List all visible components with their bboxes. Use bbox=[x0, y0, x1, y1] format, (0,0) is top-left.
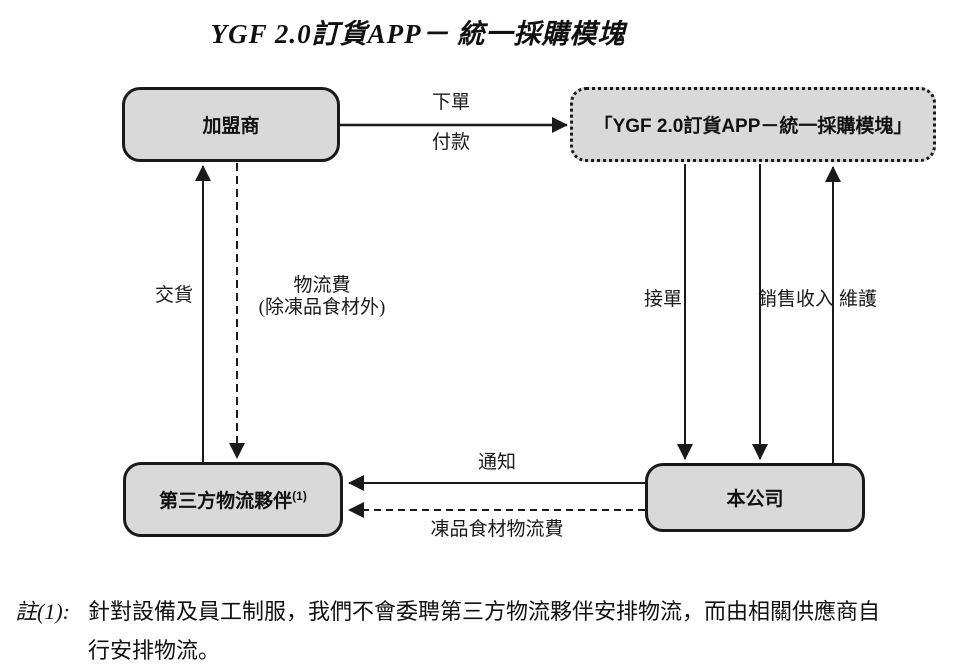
footnote-text-line2: 行安排物流。 bbox=[88, 638, 221, 663]
node-logistics-partner-text: 第三方物流夥伴 bbox=[159, 491, 293, 512]
node-franchisee: 加盟商 bbox=[122, 87, 340, 162]
edge-label-frozen-food-fee: 凍品食材物流費 bbox=[430, 519, 564, 540]
node-company: 本公司 bbox=[645, 463, 865, 532]
edge-label-receive-order: 接單 bbox=[643, 289, 683, 310]
node-company-label: 本公司 bbox=[726, 489, 784, 510]
edge-label-logistics-fee-line2: (除凍品食材外) bbox=[258, 297, 386, 318]
node-logistics-partner-label: 第三方物流夥伴(1) bbox=[159, 486, 307, 513]
edge-label-logistics-fee: 物流費 (除凍品食材外) bbox=[259, 275, 386, 319]
edge-label-maintenance: 維護 bbox=[838, 289, 878, 310]
diagram-title: YGF 2.0訂貨APP－ 統一採購模塊 bbox=[210, 19, 626, 49]
node-franchisee-label: 加盟商 bbox=[202, 116, 260, 137]
edge-label-payment: 付款 bbox=[431, 132, 471, 153]
edge-label-logistics-fee-line1: 物流費 bbox=[293, 275, 351, 296]
footnote: 註(1): 針對設備及員工制服，我們不會委聘第三方物流夥伴安排物流，而由相關供應… bbox=[15, 592, 965, 669]
footnote-text: 針對設備及員工制服，我們不會委聘第三方物流夥伴安排物流，而由相關供應商自 行安排… bbox=[88, 592, 965, 669]
node-procurement-module: 「YGF 2.0訂貨APP－統一採購模塊」 bbox=[570, 87, 936, 162]
edge-label-sales-revenue: 銷售收入 bbox=[757, 289, 835, 310]
footnote-text-line1: 針對設備及員工制服，我們不會委聘第三方物流夥伴安排物流，而由相關供應商自 bbox=[88, 599, 881, 624]
edge-label-place-order: 下單 bbox=[431, 92, 471, 113]
node-procurement-module-label: 「YGF 2.0訂貨APP－統一採購模塊」 bbox=[593, 116, 913, 137]
edge-label-notify: 通知 bbox=[477, 452, 517, 473]
footnote-label: 註(1): bbox=[15, 599, 70, 624]
node-logistics-partner: 第三方物流夥伴(1) bbox=[123, 462, 343, 537]
edge-label-delivery: 交貨 bbox=[154, 285, 194, 306]
node-logistics-partner-footnote-ref: (1) bbox=[292, 489, 307, 503]
